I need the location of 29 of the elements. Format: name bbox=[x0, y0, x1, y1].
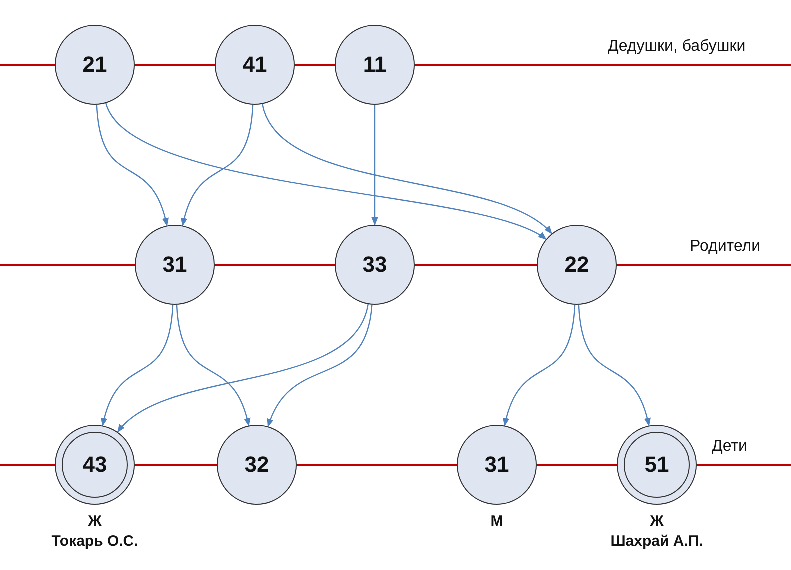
arrow bbox=[262, 104, 553, 234]
circle-node: 11 bbox=[335, 25, 415, 105]
arrow bbox=[117, 304, 369, 433]
name-label: Токарь О.С. bbox=[52, 533, 138, 550]
name-label: Шахрай А.П. bbox=[610, 533, 704, 550]
double-circle-node: 51 bbox=[617, 425, 697, 505]
arrow bbox=[96, 104, 168, 227]
arrow bbox=[106, 103, 547, 240]
arrow bbox=[182, 104, 254, 227]
arrow bbox=[268, 304, 373, 428]
arrow bbox=[102, 304, 174, 427]
generation-label: Дети bbox=[712, 438, 748, 456]
arrow bbox=[504, 304, 576, 427]
circle-node: 32 bbox=[217, 425, 297, 505]
arrow bbox=[372, 105, 378, 226]
gender-label: Ж bbox=[88, 513, 102, 530]
gender-label: М bbox=[490, 513, 504, 530]
circle-node: 31 bbox=[457, 425, 537, 505]
circle-node: 22 bbox=[537, 225, 617, 305]
circle-node: 41 bbox=[215, 25, 295, 105]
generation-label: Дедушки, бабушки bbox=[608, 38, 746, 56]
circle-node: 21 bbox=[55, 25, 135, 105]
generation-label: Родители bbox=[690, 238, 761, 256]
circle-node: 33 bbox=[335, 225, 415, 305]
double-circle-node: 43 bbox=[55, 425, 135, 505]
arrow bbox=[578, 304, 650, 427]
gender-label: Ж bbox=[650, 513, 664, 530]
arrow bbox=[176, 304, 250, 427]
circle-node: 31 bbox=[135, 225, 215, 305]
